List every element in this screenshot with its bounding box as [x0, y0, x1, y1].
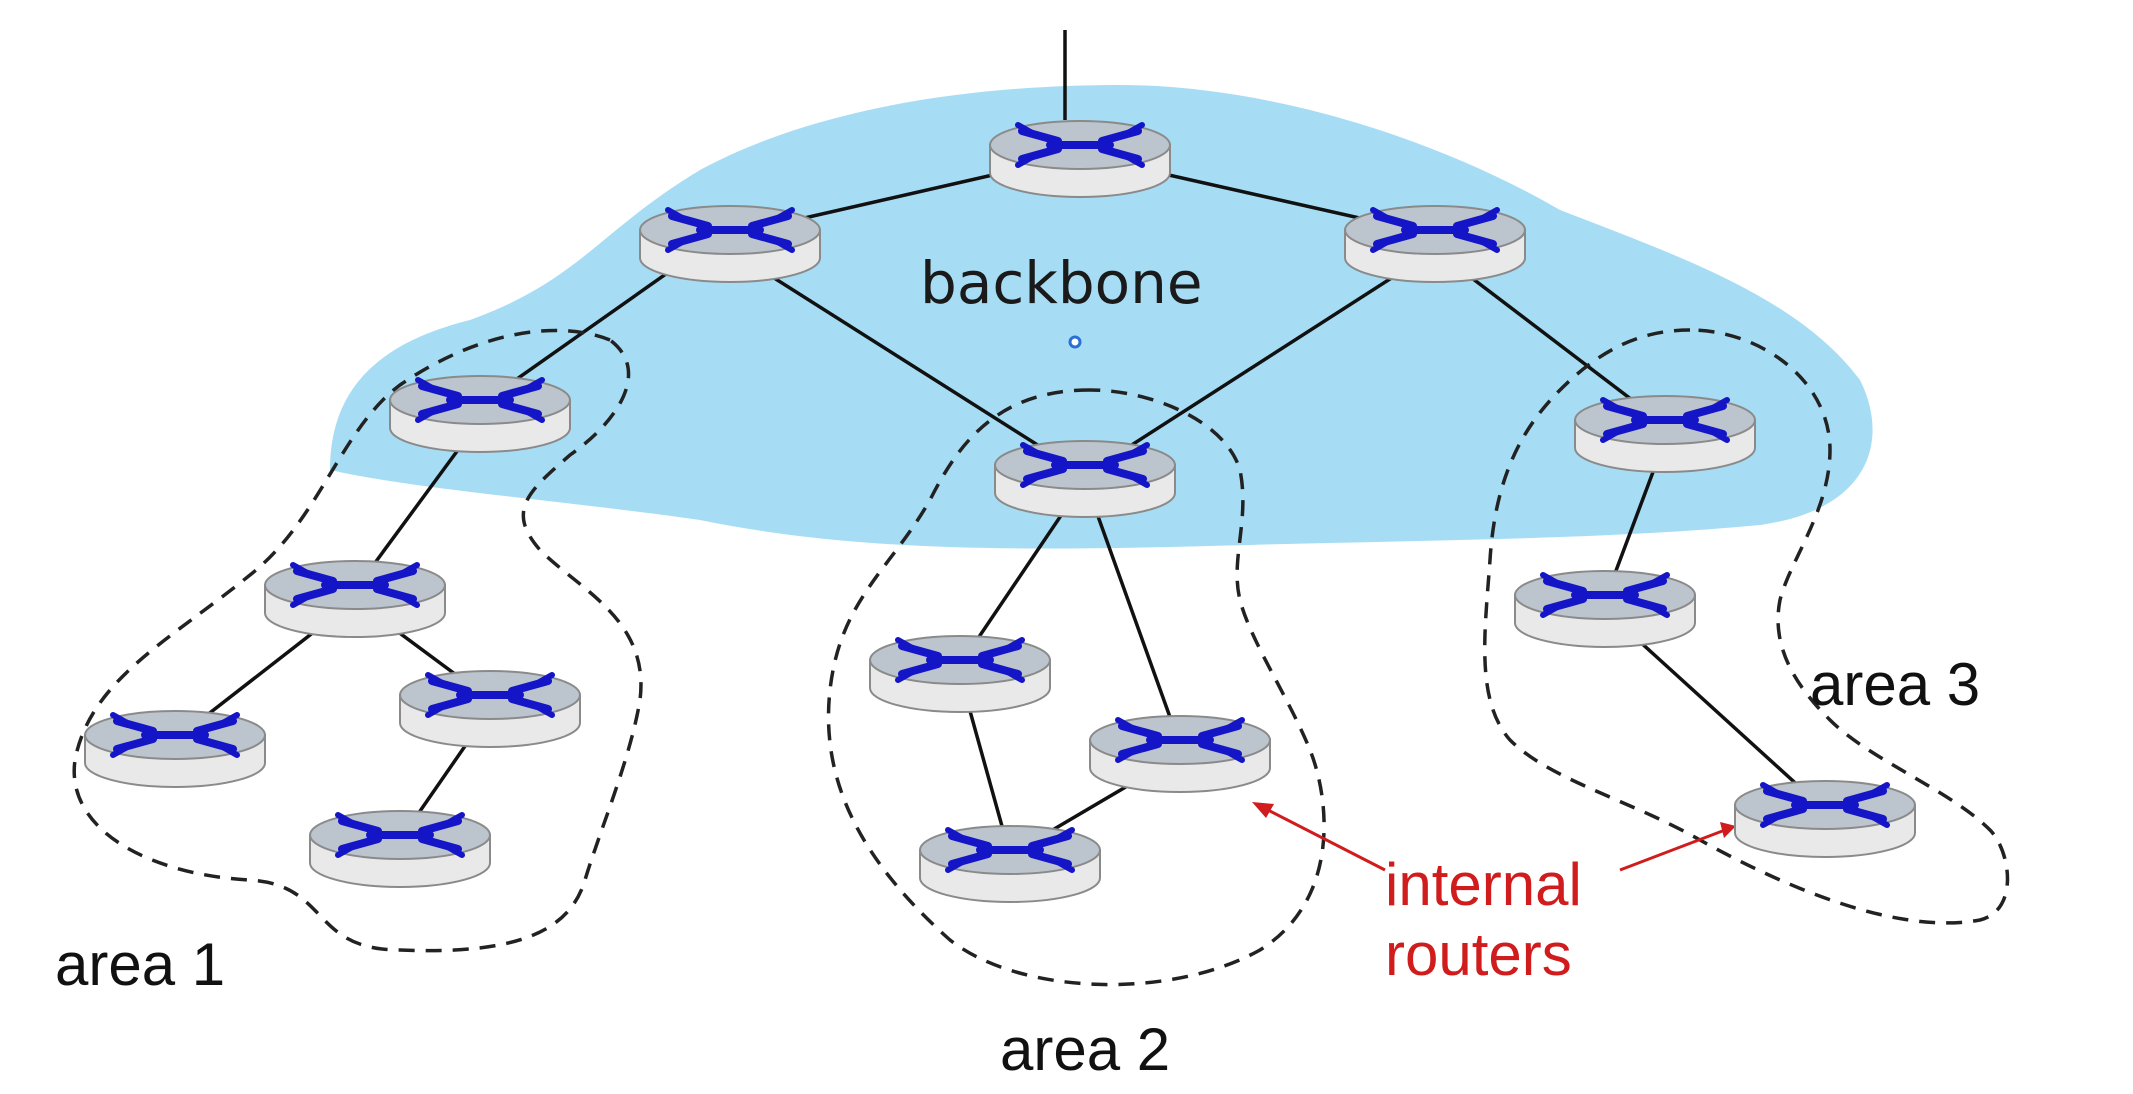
- marker-dot: [1068, 335, 1082, 349]
- router-icon: [265, 561, 445, 637]
- arrow-to-area3-router: [1619, 828, 1726, 872]
- link-right-area2border: [1084, 248, 1436, 477]
- area-3-label: area 3: [1810, 651, 1980, 718]
- router-icon: [995, 441, 1175, 517]
- router-icon: [990, 121, 1170, 197]
- internal-routers-label-line2: routers: [1385, 921, 1572, 988]
- router-icon: [1735, 781, 1915, 857]
- area-1-boundary: [72, 328, 643, 953]
- arrowhead-area2: [1252, 802, 1274, 818]
- link-left-area2border: [729, 248, 1086, 477]
- annotation-arrows: [1252, 802, 1736, 872]
- router-icon: [400, 671, 580, 747]
- area-boundaries: [72, 328, 2010, 987]
- area-3-boundary: [1483, 328, 2010, 925]
- internal-routers-label-line1: internal: [1385, 851, 1582, 918]
- area-2-label: area 2: [1000, 1016, 1170, 1083]
- router-icon: [1345, 206, 1525, 282]
- router-icon: [390, 376, 570, 452]
- router-icon: [870, 636, 1050, 712]
- router-icon: [640, 206, 820, 282]
- router-icon: [1575, 396, 1755, 472]
- link-a2-b-r2: [1083, 479, 1182, 746]
- arrow-to-area2-router: [1261, 805, 1386, 872]
- router-icon: [1090, 716, 1270, 792]
- router-icon: [920, 826, 1100, 902]
- area-2-boundary: [826, 388, 1326, 987]
- area-1-label: area 1: [55, 931, 225, 998]
- router-icon: [310, 811, 490, 887]
- router-icon: [1515, 571, 1695, 647]
- router-icon: [85, 711, 265, 787]
- backbone-label: backbone: [920, 249, 1203, 317]
- arrowhead-area3: [1720, 822, 1736, 838]
- backbone-region: [330, 85, 1873, 549]
